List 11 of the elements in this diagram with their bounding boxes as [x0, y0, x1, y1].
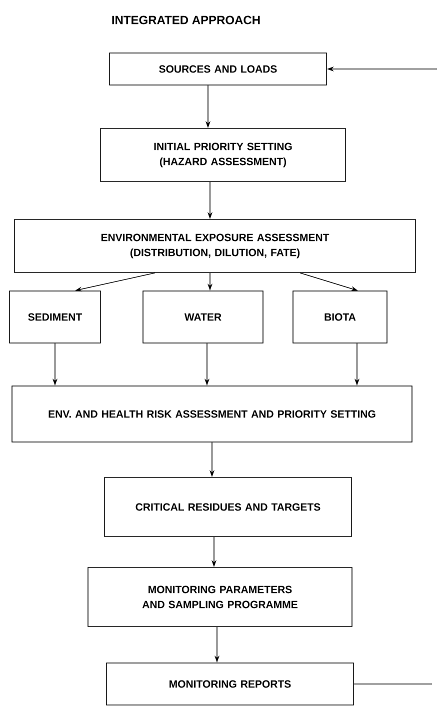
process-box: ENVIRONMENTAL EXPOSURE ASSESSMENT (DISTRIBUTION, DILUTION, FATE): [14, 219, 416, 273]
process-box: MONITORING PARAMETERS AND SAMPLING PROGRAMME: [88, 567, 352, 627]
process-box: BIOTA: [292, 290, 388, 344]
title: INTEGRATED APPROACH: [112, 16, 260, 24]
process-box: MONITORING REPORTS: [106, 662, 354, 706]
process-box: SEDIMENT: [9, 290, 101, 344]
process-box: SOURCES AND LOADS: [109, 52, 327, 86]
process-box: ENV. AND HEALTH RISK ASSESSMENT AND PRIORITY SETTING: [12, 386, 412, 442]
process-box: INITIAL PRIORITY SETTING (HAZARD ASSESSMENT): [100, 128, 346, 182]
process-box: WATER: [142, 290, 264, 344]
process-box: CRITICAL RESIDUES AND TARGETS: [104, 477, 352, 537]
